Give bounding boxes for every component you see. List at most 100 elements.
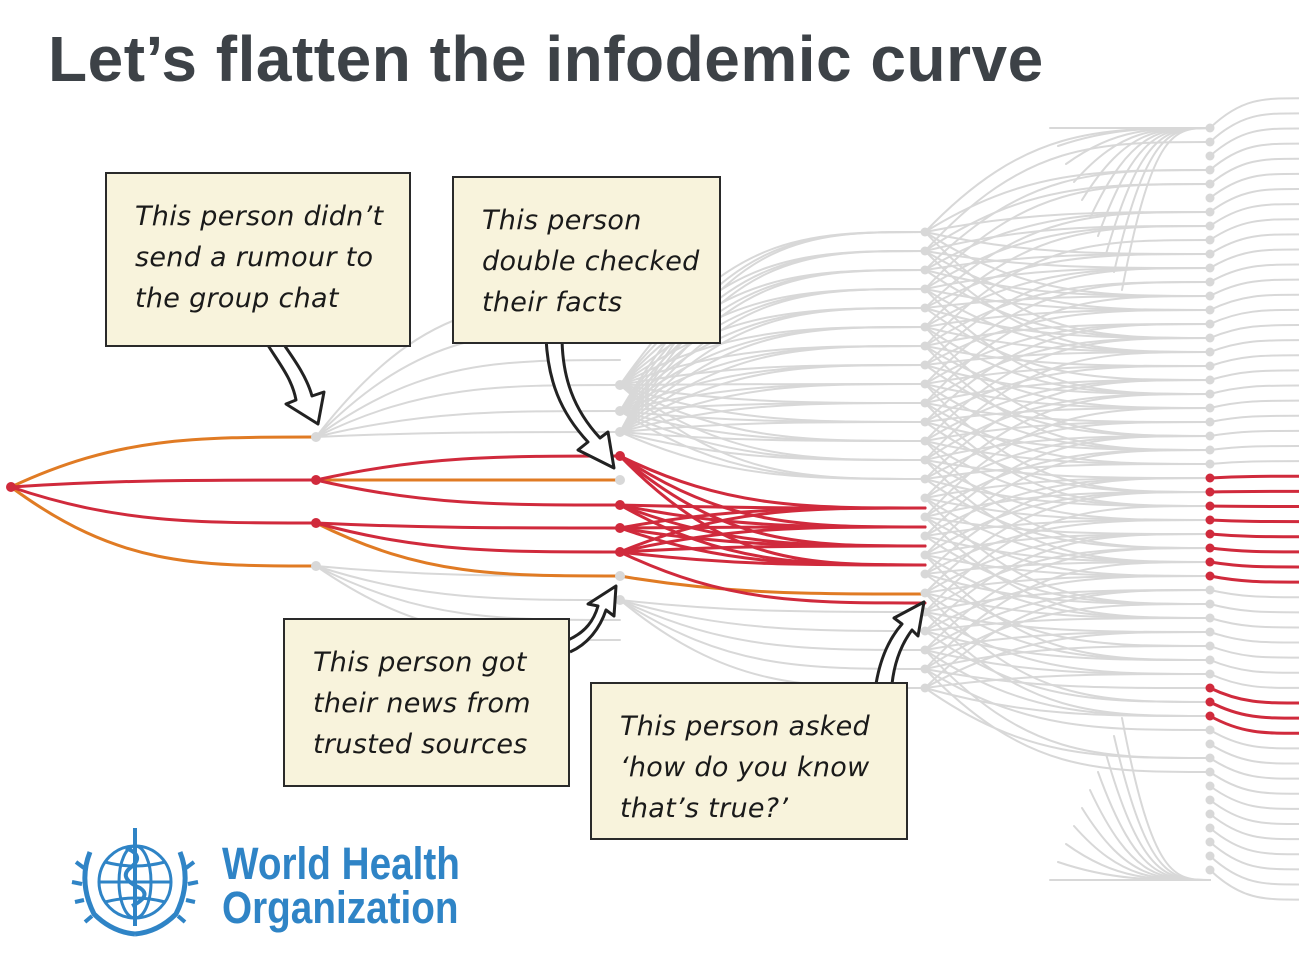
spread-path bbox=[619, 599, 926, 632]
inactive-person-dot bbox=[615, 427, 625, 437]
inactive-person-dot bbox=[1205, 599, 1215, 609]
spread-path bbox=[1209, 799, 1299, 825]
spread-path bbox=[1209, 339, 1299, 353]
inactive-person-dot bbox=[1205, 179, 1215, 189]
inactive-person-dot bbox=[1205, 361, 1215, 371]
inactive-person-dot bbox=[1205, 823, 1215, 833]
spread-path bbox=[1209, 869, 1299, 901]
inactive-paths bbox=[315, 97, 1299, 901]
inactive-person-dot bbox=[920, 645, 930, 655]
spread-path bbox=[924, 547, 1211, 651]
spread-path bbox=[1209, 855, 1299, 886]
spread-path bbox=[1209, 248, 1299, 269]
person-dot bbox=[1205, 515, 1215, 525]
spread-path bbox=[619, 345, 926, 433]
spreading-paths bbox=[9, 454, 1299, 735]
inactive-person-dot bbox=[1205, 669, 1215, 679]
spread-path bbox=[924, 603, 1211, 670]
spread-path bbox=[1209, 203, 1299, 227]
spread-path bbox=[924, 267, 1211, 366]
spread-path bbox=[924, 351, 1211, 461]
inactive-person-dot bbox=[1205, 767, 1215, 777]
spread-path bbox=[924, 617, 1211, 632]
inactive-person-dot bbox=[920, 322, 930, 332]
person-dot bbox=[1205, 557, 1215, 567]
person-dot bbox=[311, 518, 321, 528]
spread-path bbox=[619, 402, 926, 433]
inactive-person-dot bbox=[1205, 165, 1215, 175]
inactive-person-dot bbox=[920, 531, 930, 541]
inactive-person-dot bbox=[920, 246, 930, 256]
spread-path bbox=[1209, 603, 1299, 614]
inactive-person-dot bbox=[1205, 809, 1215, 819]
spread-path bbox=[924, 421, 1211, 480]
spread-path bbox=[1209, 631, 1299, 644]
inactive-person-dot bbox=[920, 474, 930, 484]
spread-path bbox=[1209, 263, 1299, 283]
person-dot bbox=[615, 523, 625, 533]
spread-path bbox=[619, 599, 926, 651]
spread-path bbox=[314, 521, 622, 530]
spread-path bbox=[924, 239, 1211, 347]
spread-path bbox=[1209, 399, 1299, 409]
person-dot bbox=[1205, 711, 1215, 721]
person-dot bbox=[1205, 501, 1215, 511]
callout-line: double checked bbox=[482, 246, 700, 277]
person-dot bbox=[6, 482, 16, 492]
spread-path bbox=[924, 141, 1211, 252]
person-dot bbox=[1205, 683, 1215, 693]
spread-path bbox=[1209, 659, 1299, 674]
inactive-person-dot bbox=[1205, 641, 1215, 651]
spread-path bbox=[619, 269, 926, 433]
stopped-paths bbox=[9, 435, 927, 596]
inactive-person-dot bbox=[920, 493, 930, 503]
spread-path bbox=[924, 589, 1211, 689]
spread-path bbox=[924, 668, 1211, 689]
spread-path bbox=[1209, 841, 1299, 871]
inactive-person-dot bbox=[1205, 193, 1215, 203]
inactive-person-dot bbox=[1205, 319, 1215, 329]
callout-line: their news from bbox=[313, 688, 531, 719]
inactive-person-dot bbox=[1205, 221, 1215, 231]
spread-path bbox=[619, 431, 926, 480]
spread-path bbox=[1209, 127, 1299, 157]
people-dots bbox=[6, 123, 1215, 875]
spread-path bbox=[314, 478, 622, 507]
spread-path bbox=[1209, 460, 1299, 465]
inactive-person-dot bbox=[1205, 753, 1215, 763]
spread-path bbox=[9, 478, 318, 489]
spread-path bbox=[924, 323, 1211, 423]
inactive-person-dot bbox=[1205, 347, 1215, 357]
callout-asked: This person asked ‘how do you know that’… bbox=[590, 682, 908, 840]
spread-path bbox=[619, 431, 926, 461]
inactive-person-dot bbox=[1205, 781, 1215, 791]
inactive-person-dot bbox=[920, 265, 930, 275]
callout-line: send a rumour to bbox=[135, 242, 374, 273]
spread-path bbox=[1208, 686, 1299, 705]
spread-path bbox=[924, 505, 1211, 613]
callout-double-check: This person double checked their facts bbox=[452, 176, 721, 344]
person-dot bbox=[1205, 697, 1215, 707]
spread-path bbox=[1209, 172, 1299, 199]
spread-path bbox=[314, 521, 622, 554]
spread-path bbox=[1208, 546, 1299, 554]
stopped-path bbox=[618, 574, 927, 596]
spread-path bbox=[924, 668, 1211, 773]
spread-path bbox=[1209, 729, 1299, 750]
spread-path bbox=[924, 379, 1211, 480]
spread-path bbox=[1209, 589, 1299, 599]
callout-line: trusted sources bbox=[313, 729, 528, 760]
spread-path bbox=[1209, 429, 1299, 437]
spread-path bbox=[1209, 827, 1299, 856]
inactive-person-dot bbox=[615, 595, 625, 605]
spread-path bbox=[924, 477, 1211, 575]
spread-path bbox=[1209, 771, 1299, 795]
spread-path bbox=[1209, 757, 1299, 780]
page-title: Let’s flatten the infodemic curve bbox=[48, 23, 1044, 95]
spread-path bbox=[1209, 142, 1299, 171]
inactive-person-dot bbox=[1205, 403, 1215, 413]
spread-path bbox=[1209, 97, 1299, 129]
inactive-person-dot bbox=[920, 360, 930, 370]
spread-path bbox=[1209, 414, 1299, 423]
